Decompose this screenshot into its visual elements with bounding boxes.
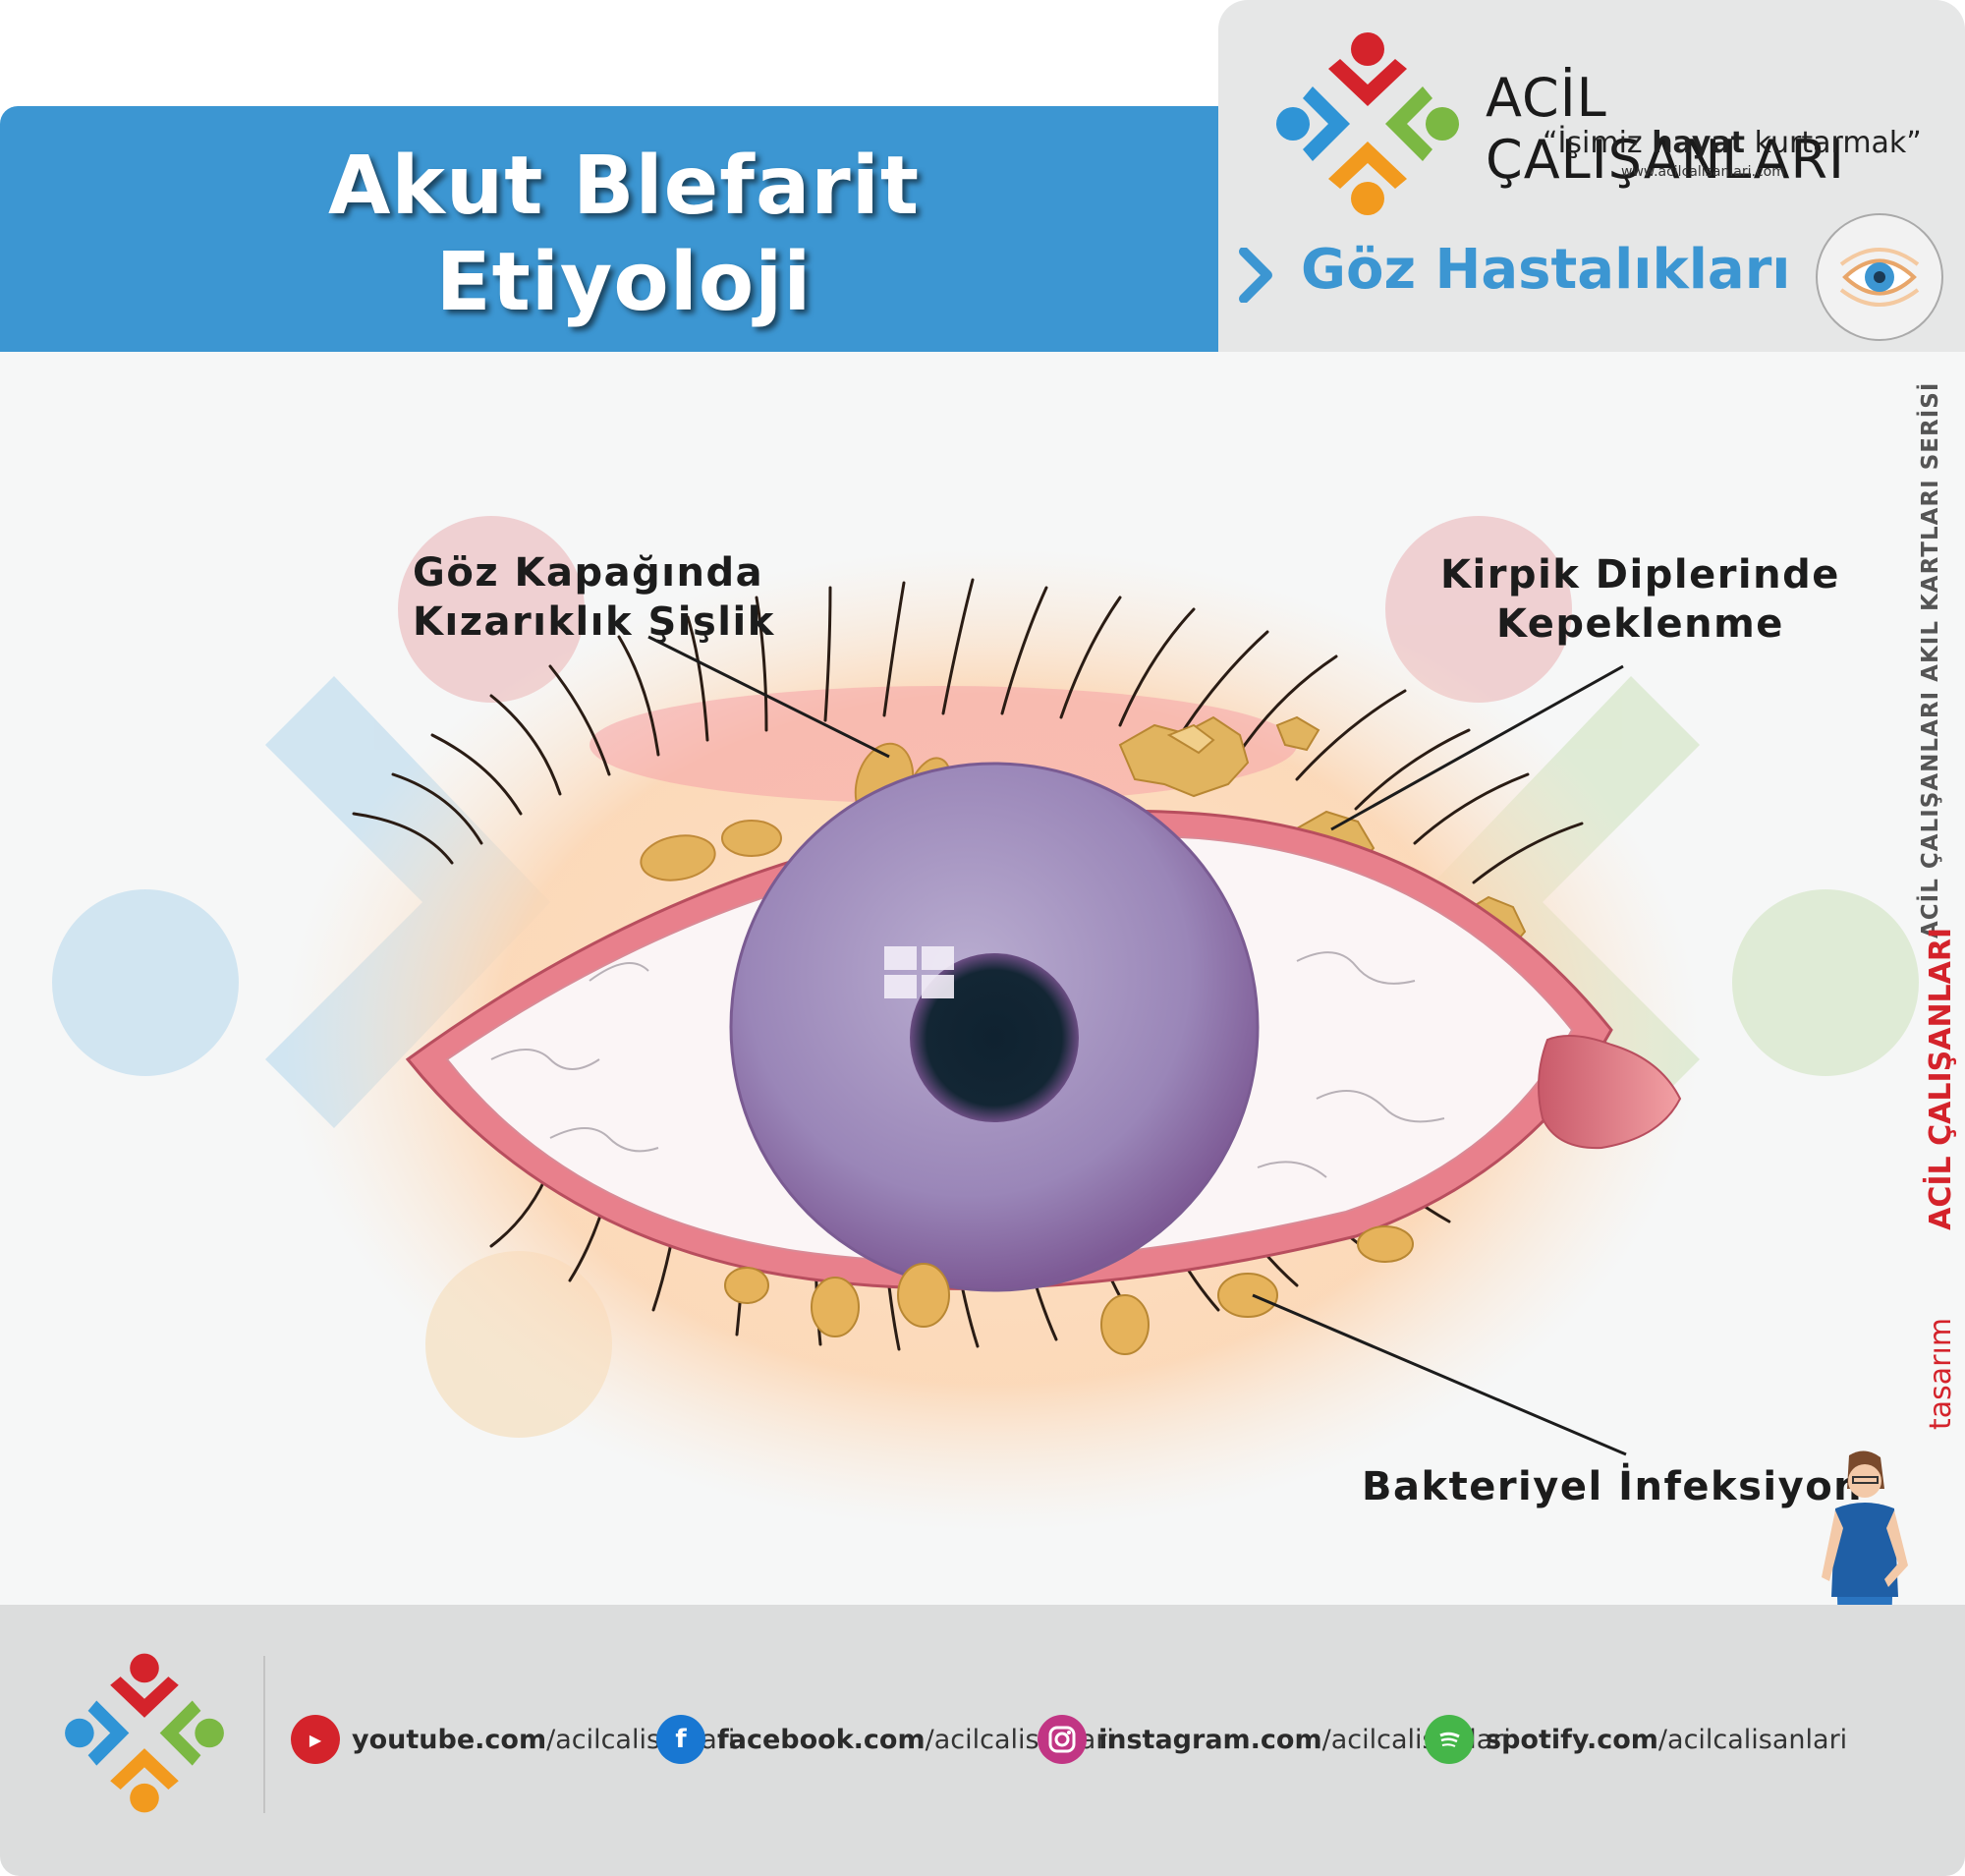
facebook-link[interactable]: f facebook.com/acilcalisanlari [656,1715,1114,1764]
title-line-1: Akut Blefarit [327,140,921,233]
series-side-text: ACİL ÇALIŞANLARI AKIL KARTLARI SERİSİ [1918,381,1943,938]
design-credit: tasarım ACİL ÇALIŞANLARI [1924,927,1958,1430]
spotify-link[interactable]: spotify.com/acilcalisanlari [1425,1715,1847,1764]
chevron-right-icon [1239,248,1272,303]
instagram-link[interactable]: instagram.com/acilcalisanlari [1038,1715,1511,1764]
eye-badge [1816,213,1943,341]
website: www.acilcalisanlari.com [1621,164,1785,180]
facebook-icon: f [656,1715,705,1764]
label-lash-dandruff: Kirpik Diplerinde Kepeklenme [1440,552,1840,647]
spotify-icon [1425,1715,1474,1764]
instagram-icon [1038,1715,1087,1764]
eye-diagram [52,516,1919,1531]
footer-divider [263,1656,265,1813]
sclera-veins [490,951,1445,1178]
caruncle [1538,1035,1682,1150]
brand-name: ACİL ÇALIŞANLARI [1486,67,1845,191]
footer-logo-icon [65,1653,224,1813]
category-label: Göz Hastalıkları [1301,238,1791,302]
logo-icon [1276,32,1459,215]
label-eyelid-redness: Göz Kapağında Kızarıklık Şişlik [413,550,775,645]
leader-lines [647,635,1627,1456]
label-bacterial-infection: Bakteriyel İnfeksiyon [1362,1464,1864,1509]
slogan: “İşimiz hayat kurtarmak” [1543,126,1922,160]
eye-highlight [884,946,954,998]
eye-icon [1839,248,1920,307]
upper-lashes [352,578,1584,884]
youtube-icon: ▶ [291,1715,340,1764]
lower-crusts [724,1225,1414,1355]
title-line-2: Etiyoloji [435,236,813,329]
youtube-link[interactable]: ▶ youtube.com/acilcalisanlari [291,1715,735,1764]
title-band [0,106,1218,352]
